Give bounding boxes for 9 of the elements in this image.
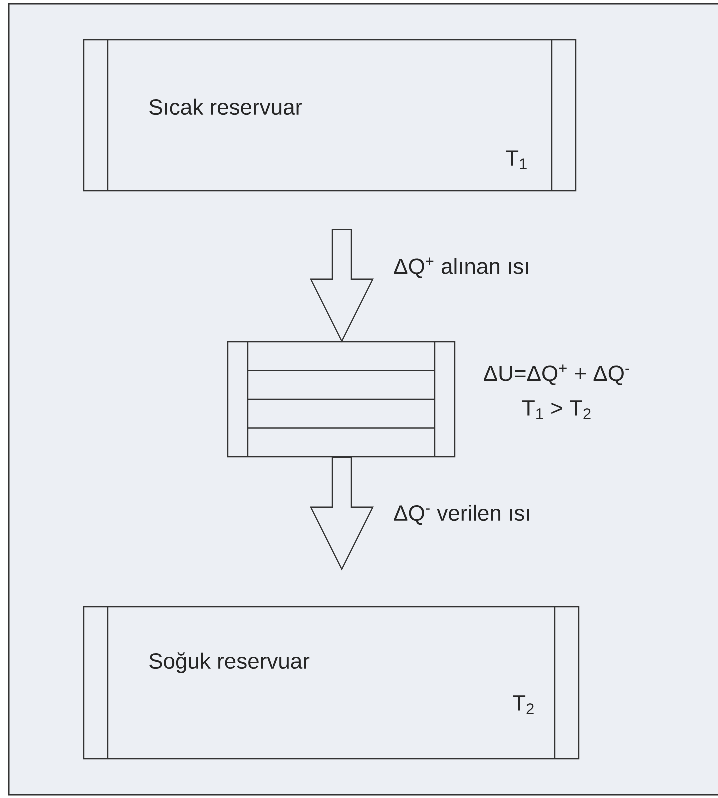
edge-label: ΔQ$^{-}$ verilen ısı (392, 504, 532, 526)
system-box (227, 341, 456, 458)
reservoir-box: Sıcak reservuar T$_{1}$ (83, 39, 577, 192)
equation-text: T$_{1}$ > T$_{2}$ (522, 400, 591, 420)
edge-label: ΔQ$^{+}$ alınan ısı (392, 256, 532, 280)
block-arrow (310, 229, 374, 343)
block-arrow (310, 457, 374, 571)
equation-text: ΔU=ΔQ$^{+}$ + ΔQ$^{-}$ (484, 364, 630, 386)
reservoir-box: Soğuk reservuar T$_{2}$ (83, 606, 580, 760)
